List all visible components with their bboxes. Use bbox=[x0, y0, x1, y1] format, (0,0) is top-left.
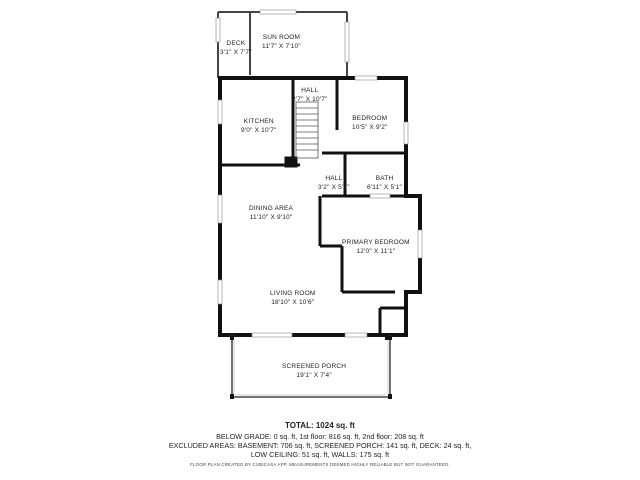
room-dimensions: 3'2" X 5'1" bbox=[318, 184, 350, 191]
room-label-sun-room: SUN ROOM 11'7" X 7'10" bbox=[262, 33, 301, 51]
room-label-screened-porch: SCREENED PORCH 19'1" X 7'4" bbox=[282, 362, 346, 380]
total-area: TOTAL: 1024 sq. ft bbox=[285, 421, 355, 430]
room-name: BEDROOM bbox=[352, 115, 388, 122]
porch-screens bbox=[233, 340, 389, 396]
room-dimensions: 3'1" X 7'7" bbox=[220, 49, 252, 56]
room-label-living: LIVING ROOM 18'10" X 10'6" bbox=[270, 289, 316, 307]
room-dimensions: 18'10" X 10'6" bbox=[271, 299, 315, 306]
windows bbox=[217, 75, 423, 338]
below-grade-summary: BELOW GRADE: 0 sq. ft, 1st floor: 816 sq… bbox=[216, 432, 424, 441]
room-name: SCREENED PORCH bbox=[282, 363, 347, 370]
room-label-bedroom: BEDROOM 10'5" X 9'2" bbox=[352, 114, 388, 132]
porch-posts bbox=[230, 336, 392, 399]
room-label-hall-upper: HALL 2'7" X 10'7" bbox=[292, 86, 328, 104]
room-name: BATH bbox=[375, 175, 394, 182]
room-label-deck: DECK 3'1" X 7'7" bbox=[220, 39, 252, 57]
room-dimensions: 10'5" X 9'2" bbox=[352, 124, 388, 131]
room-name: DECK bbox=[226, 40, 246, 47]
room-dimensions: 2'7" X 10'7" bbox=[292, 96, 328, 103]
room-label-dining: DINING AREA 11'10" X 9'10" bbox=[249, 204, 293, 222]
disclaimer: FLOOR PLAN CREATED BY CUBICASA APP. MEAS… bbox=[190, 462, 450, 467]
sun-room-windows bbox=[215, 9, 350, 63]
room-dimensions: 11'10" X 9'10" bbox=[249, 214, 293, 221]
interior-walls bbox=[220, 78, 406, 335]
room-name: HALL bbox=[301, 87, 319, 94]
room-dimensions: 6'11" X 5'1" bbox=[367, 184, 403, 191]
excluded-areas-summary: EXCLUDED AREAS: BASEMENT: 706 sq. ft, SC… bbox=[168, 441, 472, 450]
room-label-primary-bedroom: PRIMARY BEDROOM 12'0" X 11'1" bbox=[342, 238, 410, 256]
room-name: LIVING ROOM bbox=[270, 290, 316, 297]
room-dimensions: 11'7" X 7'10" bbox=[262, 43, 301, 50]
room-label-hall-lower: HALL 3'2" X 5'1" bbox=[318, 174, 350, 192]
room-name: SUN ROOM bbox=[262, 34, 301, 41]
room-dimensions: 19'1" X 7'4" bbox=[296, 372, 332, 379]
porch-walls bbox=[231, 335, 391, 398]
room-label-bath: BATH 6'11" X 5'1" bbox=[367, 174, 402, 192]
room-name: HALL bbox=[325, 175, 343, 182]
room-name: DINING AREA bbox=[249, 205, 294, 212]
room-label-kitchen: KITCHEN 9'0" X 10'7" bbox=[241, 117, 277, 135]
stairs bbox=[295, 101, 319, 159]
room-dimensions: 12'0" X 11'1" bbox=[356, 248, 396, 255]
room-name: KITCHEN bbox=[243, 118, 274, 125]
room-dimensions: 9'0" X 10'7" bbox=[241, 127, 277, 134]
room-name: PRIMARY BEDROOM bbox=[342, 239, 410, 246]
low-ceiling-summary: LOW CEILING: 51 sq. ft, WALLS: 175 sq. f… bbox=[250, 450, 390, 459]
